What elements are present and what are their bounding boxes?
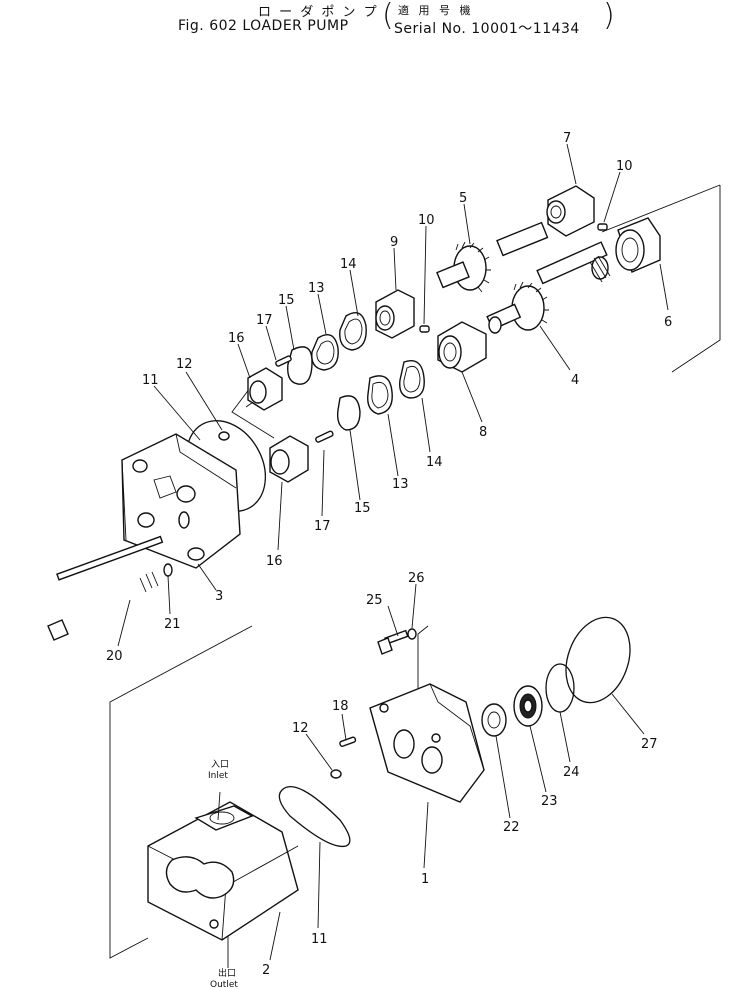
part-3-cover [121, 433, 241, 569]
callout-16: 16 [266, 554, 283, 569]
part-8-bushing [437, 321, 487, 373]
callout-20: 20 [106, 649, 123, 664]
callout-10: 10 [418, 213, 435, 228]
part-4-drive-gear-shaft [486, 241, 611, 334]
callout-15: 15 [278, 293, 295, 308]
figure-title: Fig. 602 LOADER PUMP [178, 18, 349, 34]
paren-close: ) [603, 0, 615, 33]
callout-7: 7 [563, 131, 571, 146]
paren-open: ( [382, 0, 394, 33]
callout-17: 17 [314, 519, 331, 534]
part-2-body [147, 801, 299, 941]
outlet-label: Outlet [210, 980, 238, 989]
callout-12: 12 [176, 357, 193, 372]
callout-17: 17 [256, 313, 273, 328]
part-9-bushing [375, 289, 415, 339]
part-21-washer [163, 563, 173, 577]
part-27-oring [565, 616, 631, 704]
callout-16: 16 [228, 331, 245, 346]
part-20-bolt [47, 535, 164, 641]
part-16-17-lower [269, 430, 334, 483]
callout-26: 26 [408, 571, 425, 586]
part-26-washer [407, 628, 417, 640]
seal-set-lower [336, 360, 425, 431]
part-11-oring-lower [278, 785, 351, 848]
callout-21: 21 [164, 617, 181, 632]
callout-27: 27 [641, 737, 658, 752]
port-labels: 入口 Inlet 出口 Outlet [208, 759, 238, 989]
callout-11: 11 [142, 373, 159, 388]
leader-lines [117, 143, 669, 968]
callout-numbers: 7 10 5 10 9 14 13 15 17 16 12 11 6 4 8 1… [106, 131, 672, 978]
callout-24: 24 [563, 765, 580, 780]
diagram-header: ロ ー ダ ポ ン プ Fig. 602 LOADER PUMP ( 適 用 号… [0, 0, 734, 40]
callout-4: 4 [571, 373, 579, 388]
inlet-label: Inlet [208, 771, 228, 781]
part-1-front-cover [369, 683, 485, 803]
callout-8: 8 [479, 425, 487, 440]
callout-6: 6 [664, 315, 672, 330]
callout-12: 12 [292, 721, 309, 736]
callout-15: 15 [354, 501, 371, 516]
part-5-driven-gear [436, 221, 549, 293]
callout-1: 1 [421, 872, 429, 887]
outlet-label-jp: 出口 [218, 967, 236, 979]
part-18-pin [339, 736, 357, 747]
serial-range: Serial No. 10001～11434 [394, 21, 580, 37]
callout-25: 25 [366, 593, 383, 608]
title-japanese: ロ ー ダ ポ ン プ [258, 5, 379, 20]
callout-3: 3 [215, 589, 223, 604]
callout-13: 13 [308, 281, 325, 296]
callout-22: 22 [503, 820, 520, 835]
callout-18: 18 [332, 699, 349, 714]
callout-11: 11 [311, 932, 328, 947]
callout-2: 2 [262, 963, 270, 978]
part-6-bearing [615, 217, 661, 273]
part-22-spacer [481, 703, 507, 737]
part-7-bearing-block [546, 185, 595, 237]
part-12-ring-lower [330, 769, 342, 779]
part-25-bolt [377, 629, 409, 655]
callout-14: 14 [340, 257, 357, 272]
callout-5: 5 [459, 191, 467, 206]
part-10-dowel-pins [419, 223, 608, 333]
callout-13: 13 [392, 477, 409, 492]
callout-23: 23 [541, 794, 558, 809]
callout-14: 14 [426, 455, 443, 470]
callout-10: 10 [616, 159, 633, 174]
serial-japanese: 適 用 号 機 [398, 4, 474, 17]
callout-9: 9 [390, 235, 398, 250]
inlet-label-jp: 入口 [211, 759, 229, 770]
part-23-bearing [513, 685, 543, 727]
seal-set-upper [287, 312, 367, 385]
part-16-17-upper [247, 355, 292, 411]
